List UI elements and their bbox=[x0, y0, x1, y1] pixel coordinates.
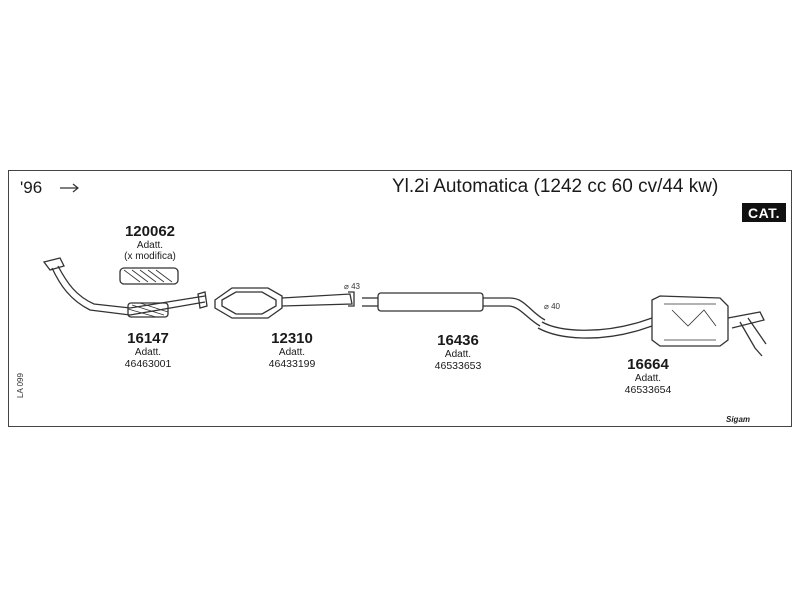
middle-section-16436 bbox=[362, 292, 546, 327]
page-title: Yl.2i Automatica (1242 cc 60 cv/44 kw) bbox=[392, 176, 719, 197]
part-adapter-label: Adatt. bbox=[444, 349, 472, 360]
part-oem-number: 46533653 bbox=[434, 360, 482, 372]
cat-badge: CAT. bbox=[742, 203, 787, 222]
part-oem-number: 46533654 bbox=[624, 384, 672, 396]
part-16147: 16147 Adatt. 46463001 bbox=[108, 330, 188, 370]
diameter-value: 40 bbox=[551, 302, 560, 311]
catalytic-converter-12310 bbox=[214, 287, 355, 319]
part-oem-number: 46463001 bbox=[124, 358, 172, 370]
part-note: (x modifica) bbox=[124, 251, 176, 262]
diameter-value: 43 bbox=[351, 282, 360, 291]
part-16664: 16664 Adatt. 46533654 bbox=[608, 356, 688, 396]
part-adapter-label: Adatt. bbox=[136, 240, 164, 251]
diameter-label-40: ⌀ 40 bbox=[544, 302, 560, 311]
part-oem-number: 46433199 bbox=[268, 358, 316, 370]
part-code: 16664 bbox=[627, 356, 669, 373]
part-code: 12310 bbox=[271, 330, 313, 347]
part-adapter-label: Adatt. bbox=[134, 347, 162, 358]
diagram-frame bbox=[8, 170, 792, 427]
part-adapter-label: Adatt. bbox=[278, 347, 306, 358]
diameter-label-43: ⌀ 43 bbox=[344, 282, 360, 291]
part-adapter-label: Adatt. bbox=[634, 373, 662, 384]
front-pipe-16147 bbox=[42, 257, 208, 318]
part-code: 16147 bbox=[127, 330, 169, 347]
diameter-symbol: ⌀ bbox=[344, 282, 349, 291]
part-code: 120062 bbox=[124, 223, 176, 240]
flex-joint-120062 bbox=[119, 267, 179, 285]
diameter-symbol: ⌀ bbox=[544, 302, 549, 311]
year-label: '96 bbox=[20, 178, 43, 197]
part-12310: 12310 Adatt. 46433199 bbox=[252, 330, 332, 370]
part-120062: 120062 Adatt. (x modifica) bbox=[110, 223, 190, 262]
catalog-ref: LA 099 bbox=[16, 373, 25, 398]
brand-logo: Sigam bbox=[726, 415, 751, 424]
rear-muffler-16664 bbox=[537, 295, 767, 357]
part-16436: 16436 Adatt. 46533653 bbox=[418, 332, 498, 372]
part-code: 16436 bbox=[437, 332, 479, 349]
